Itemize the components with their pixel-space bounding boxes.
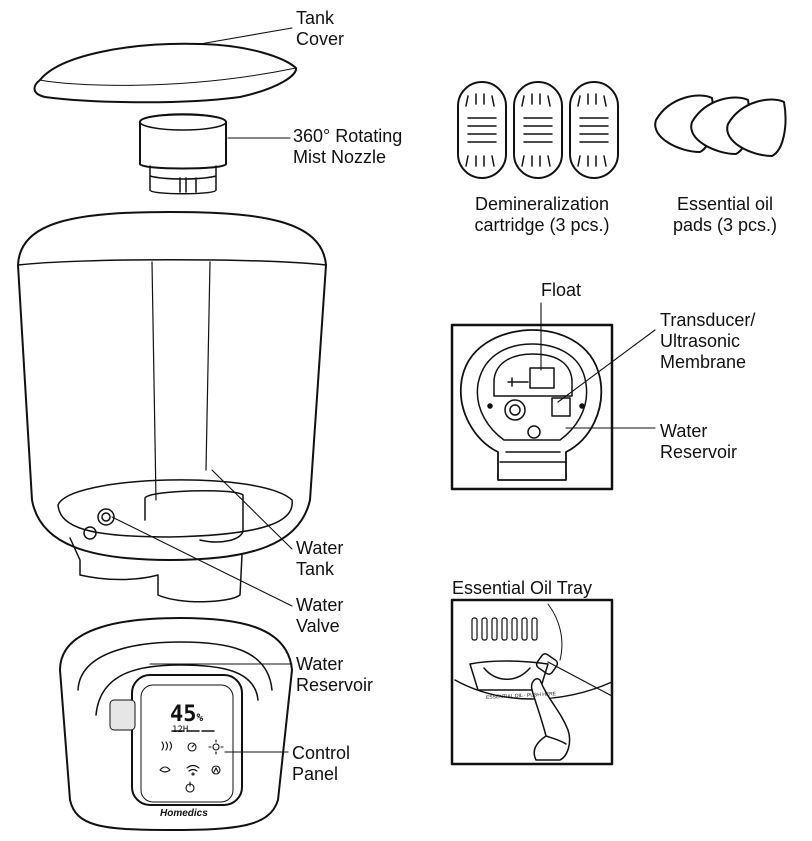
base-illustration: [59, 617, 293, 831]
wifi-icon[interactable]: [186, 764, 200, 776]
label-demineralization: Demineralization cartridge (3 pcs.): [452, 194, 632, 236]
label-line: 360° Rotating: [293, 126, 403, 146]
label-control-panel: Control Panel: [292, 743, 350, 785]
timer-readout: 12H: [172, 725, 189, 735]
label-essential-oil-pads: Essential oil pads (3 pcs.): [650, 194, 800, 236]
label-line: Panel: [292, 764, 339, 784]
mist-nozzle-illustration: [139, 113, 227, 195]
label-line: Water: [296, 538, 344, 558]
label-line: Reservoir: [660, 442, 738, 462]
label-line: Membrane: [660, 352, 747, 372]
demineralization-cartridges: [457, 81, 619, 179]
label-line: Ultrasonic: [660, 331, 741, 351]
humidity-readout: 45%: [170, 703, 203, 730]
tank-cover-illustration: [33, 42, 297, 104]
label-water-reservoir-detail: Water Reservoir: [660, 421, 737, 463]
label-line: Demineralization: [474, 194, 610, 214]
mist-icon[interactable]: [159, 766, 171, 773]
label-line: Essential oil: [676, 194, 774, 214]
reservoir-detail-box: [450, 323, 614, 491]
water-tank-illustration: [17, 211, 327, 603]
leader-lines: [111, 27, 656, 753]
label-line: Water: [660, 421, 708, 441]
essential-oil-tray-box: [450, 598, 614, 766]
label-line: Cover: [296, 29, 345, 49]
label-water-tank: Water Tank: [296, 538, 343, 580]
label-line: Transducer/: [660, 310, 756, 330]
essential-oil-pads: [654, 94, 787, 157]
label-line: Mist Nozzle: [293, 147, 387, 167]
auto-icon[interactable]: [211, 765, 221, 775]
label-tank-cover: Tank Cover: [296, 8, 344, 50]
label-line: pads (3 pcs.): [672, 215, 778, 235]
humidity-unit: %: [196, 711, 204, 724]
label-mist-nozzle: 360° Rotating Mist Nozzle: [293, 126, 402, 168]
label-line: Water: [296, 595, 344, 615]
heat-icon[interactable]: [161, 741, 173, 751]
label-line: Valve: [296, 616, 340, 636]
label-essential-oil-tray: Essential Oil Tray: [452, 578, 593, 598]
timer-icon[interactable]: [187, 742, 197, 752]
label-line: Tank: [296, 559, 335, 579]
label-line: Tank: [296, 8, 335, 28]
label-line: Water: [296, 654, 344, 674]
power-icon[interactable]: [185, 781, 195, 793]
brand-logo: Homedics: [160, 808, 208, 819]
label-line: cartridge (3 pcs.): [474, 215, 610, 235]
label-float: Float: [541, 280, 582, 300]
label-transducer: Transducer/ Ultrasonic Membrane: [660, 310, 755, 373]
label-water-reservoir-main: Water Reservoir: [296, 654, 373, 696]
humidity-value: 45: [170, 702, 197, 727]
label-line: Reservoir: [296, 675, 374, 695]
light-icon[interactable]: [208, 739, 224, 755]
label-water-valve: Water Valve: [296, 595, 343, 637]
label-line: Control: [292, 743, 351, 763]
